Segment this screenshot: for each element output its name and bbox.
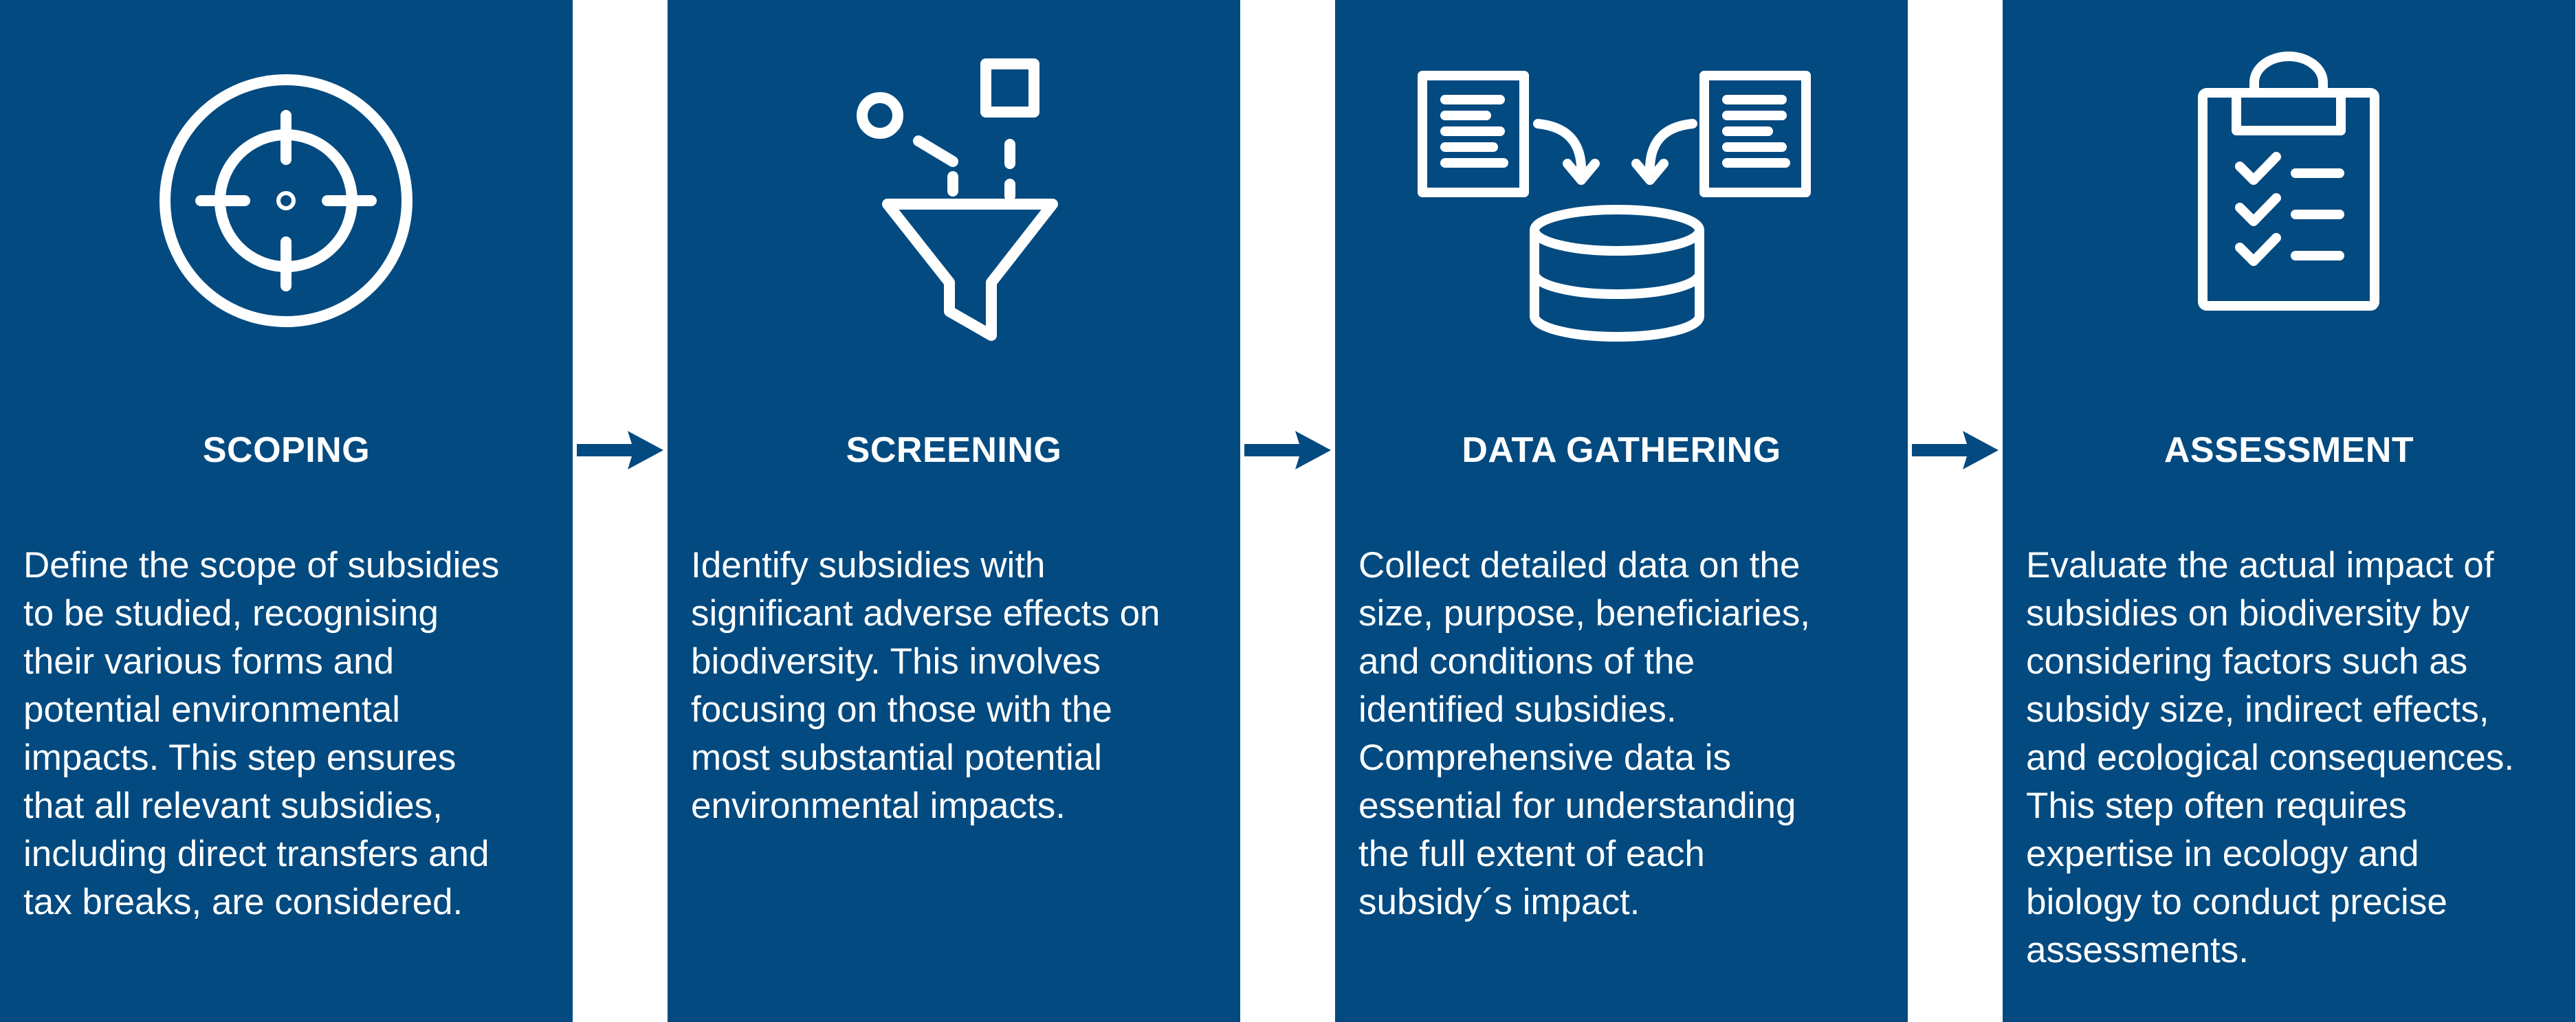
- step-title: DATA GATHERING: [1462, 430, 1781, 470]
- arrow-right-icon: [573, 423, 668, 478]
- funnel-filter-icon: [668, 0, 1240, 357]
- arrow-right-icon: [1240, 423, 1335, 478]
- step-panel-data-gathering: DATA GATHERING Collect detailed data on …: [1335, 0, 1908, 1022]
- clipboard-checklist-icon: [2003, 0, 2575, 357]
- step-title: SCOPING: [202, 430, 371, 470]
- step-panel-screening: SCREENING Identify subsidies with signif…: [668, 0, 1240, 1022]
- step-description: Identify subsidies with significant adve…: [691, 545, 1160, 826]
- documents-to-database-icon: [1335, 0, 1908, 357]
- step-description: Collect detailed data on the size, purpo…: [1358, 545, 1810, 922]
- step-panel-assessment: ASSESSMENT Evaluate the actual impact of…: [2003, 0, 2575, 1022]
- step-title: SCREENING: [846, 430, 1062, 470]
- step-description: Define the scope of subsidies to be stud…: [23, 545, 500, 922]
- target-crosshair-icon: [0, 0, 573, 357]
- step-panel-scoping: SCOPING Define the scope of subsidies to…: [0, 0, 573, 1022]
- step-description: Evaluate the actual impact of subsidies …: [2026, 545, 2515, 970]
- step-title: ASSESSMENT: [2164, 430, 2414, 470]
- arrow-right-icon: [1908, 423, 2003, 478]
